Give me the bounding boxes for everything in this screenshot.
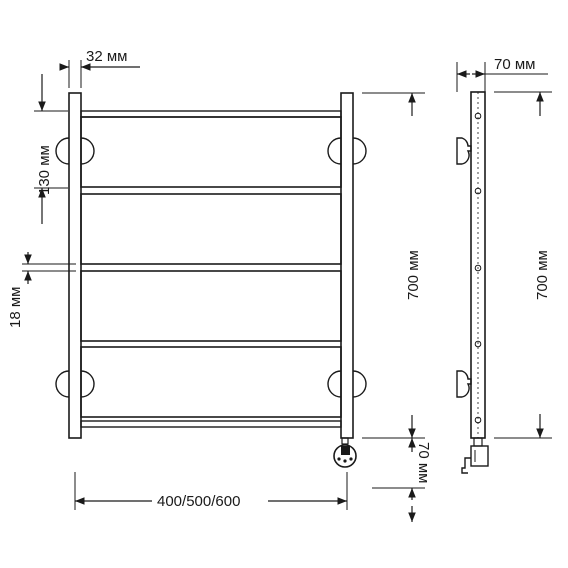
top-rail [80,110,342,118]
rail-section-icon [474,112,482,424]
dim-rail-thickness: 18 мм [7,252,76,328]
dim-32mm-label: 32 мм [86,48,127,65]
dim-height-front: 700 мм [362,92,425,439]
electric-heater-plug-icon [333,437,357,468]
left-post [68,92,82,439]
dim-700mm-front-label: 700 мм [405,250,422,300]
bottom-rail [80,420,342,428]
dim-height-side: 700 мм [494,91,552,439]
dim-70mm-bottom-label: 70 мм [415,442,432,483]
dim-rail-pitch: 130 мм [34,74,68,224]
rail-frame-4 [80,346,342,418]
wall-bracket-side-icon [456,137,472,398]
side-view: 70 мм 700 мм [456,56,552,474]
dim-width-label: 400/500/600 [157,493,240,510]
rail-frame-1 [80,116,342,188]
rail-frame-3 [80,270,342,342]
dim-18mm-label: 18 мм [7,287,24,328]
dim-width: 400/500/600 [74,472,348,510]
dim-700mm-side-label: 700 мм [534,250,551,300]
dim-70mm-top-label: 70 мм [494,56,535,73]
front-view: 32 мм 130 мм 18 мм 700 мм [7,48,432,522]
dim-wall-offset: 70 мм [456,56,548,92]
wall-bracket-icon [55,137,367,398]
dim-post-width: 32 мм [59,48,140,88]
heater-side-icon [461,437,489,474]
dim-bottom-offset: 70 мм [372,438,432,522]
dim-130mm-label: 130 мм [36,145,53,195]
right-post [340,92,354,439]
rail-frame-2 [80,193,342,265]
